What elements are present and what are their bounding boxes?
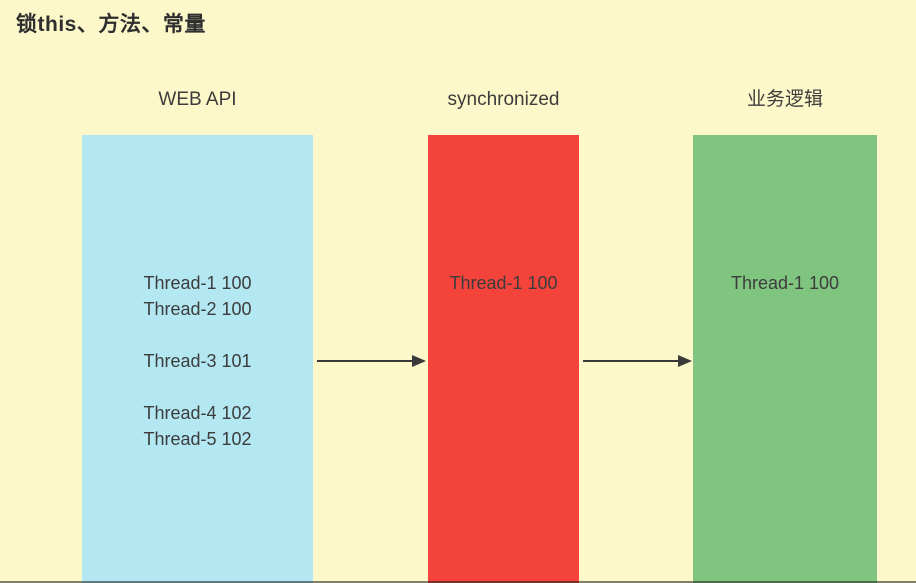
thread-entry: Thread-2 100 [143, 299, 252, 319]
thread-group: Thread-1 100 Thread-2 100 [82, 270, 313, 322]
thread-entry: Thread-3 101 [143, 351, 252, 371]
column-header-business-logic: 业务逻辑 [746, 89, 823, 110]
page-title: 锁this、方法、常量 [16, 13, 206, 36]
column-header-web-api: WEB API [158, 89, 237, 110]
thread-entry: Thread-5 102 [143, 429, 252, 449]
column-business-logic: Thread-1 100 [693, 135, 877, 583]
thread-list-synchronized: Thread-1 100 [428, 270, 579, 296]
thread-group: Thread-4 102 Thread-5 102 [82, 400, 313, 452]
window-bottom-edge [0, 581, 916, 583]
thread-entry: Thread-1 100 [449, 273, 558, 293]
arrow-synchronized-to-business-logic-icon [583, 355, 692, 367]
column-header-synchronized: synchronized [447, 89, 560, 110]
thread-list-business-logic: Thread-1 100 [693, 270, 877, 296]
thread-list-web-api: Thread-1 100 Thread-2 100 Thread-3 101 T… [82, 270, 313, 452]
column-synchronized: Thread-1 100 [428, 135, 579, 583]
thread-group: Thread-1 100 [693, 270, 877, 296]
thread-group: Thread-1 100 [428, 270, 579, 296]
column-web-api: Thread-1 100 Thread-2 100 Thread-3 101 T… [82, 135, 313, 583]
thread-entry: Thread-4 102 [143, 403, 252, 423]
thread-entry: Thread-1 100 [730, 273, 840, 293]
thread-group: Thread-3 101 [82, 348, 313, 374]
thread-entry: Thread-1 100 [143, 273, 252, 293]
arrow-web-api-to-synchronized-icon [317, 355, 426, 367]
